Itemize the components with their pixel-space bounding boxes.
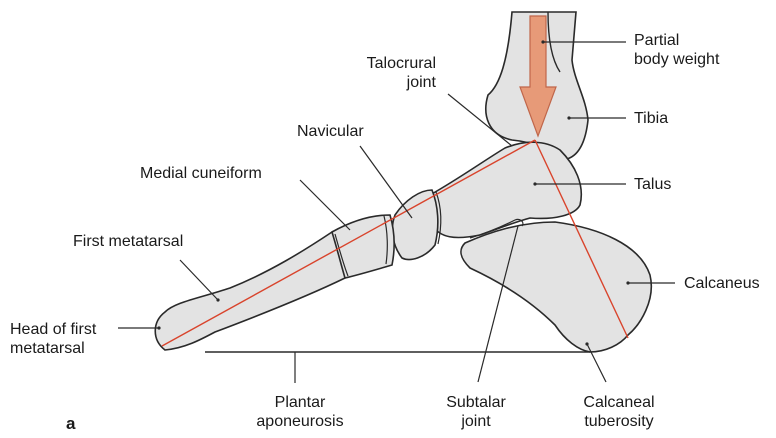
label-plantar-aponeurosis: Plantar aponeurosis [245, 393, 355, 431]
label-first-metatarsal: First metatarsal [73, 232, 183, 251]
label-partial-body-weight: Partial body weight [634, 31, 719, 69]
dot-partial-body-weight [541, 40, 544, 43]
label-head-of-first-metatarsal: Head of first metatarsal [10, 320, 96, 358]
label-talocrural-joint-line1: Talocrural [340, 54, 436, 73]
label-plantar-aponeurosis-line1: Plantar [245, 393, 355, 412]
label-navicular: Navicular [297, 122, 364, 141]
label-partial-body-weight-line2: body weight [634, 50, 719, 69]
calcaneus-bone [461, 222, 651, 352]
label-talocrural-joint-line2: joint [340, 73, 436, 92]
label-subtalar-joint: Subtalar joint [428, 393, 524, 431]
dot-calcaneal-tuberosity [585, 342, 588, 345]
label-calcaneal-tuberosity-line1: Calcaneal [564, 393, 674, 412]
label-calcaneal-tuberosity-line2: tuberosity [564, 412, 674, 431]
dot-calcaneus [626, 281, 629, 284]
label-medial-cuneiform: Medial cuneiform [140, 164, 262, 183]
first-metatarsal-bone [155, 232, 345, 350]
leader-first-metatarsal [180, 260, 218, 300]
label-head-of-first-metatarsal-line1: Head of first [10, 320, 96, 339]
dot-talus [533, 182, 536, 185]
panel-letter: a [66, 414, 75, 434]
dot-first-metatarsal [216, 298, 219, 301]
dot-tibia [567, 116, 570, 119]
label-calcaneal-tuberosity: Calcaneal tuberosity [564, 393, 674, 431]
leader-navicular [360, 146, 412, 218]
label-plantar-aponeurosis-line2: aponeurosis [245, 412, 355, 431]
dot-head-first-metatarsal [157, 326, 160, 329]
label-talocrural-joint: Talocrural joint [340, 54, 436, 92]
label-partial-body-weight-line1: Partial [634, 31, 719, 50]
label-talus: Talus [634, 175, 671, 194]
label-subtalar-joint-line2: joint [428, 412, 524, 431]
label-subtalar-joint-line1: Subtalar [428, 393, 524, 412]
label-tibia: Tibia [634, 109, 668, 128]
label-calcaneus: Calcaneus [684, 274, 760, 293]
label-head-of-first-metatarsal-line2: metatarsal [10, 339, 96, 358]
leader-medial-cuneiform [300, 180, 350, 230]
